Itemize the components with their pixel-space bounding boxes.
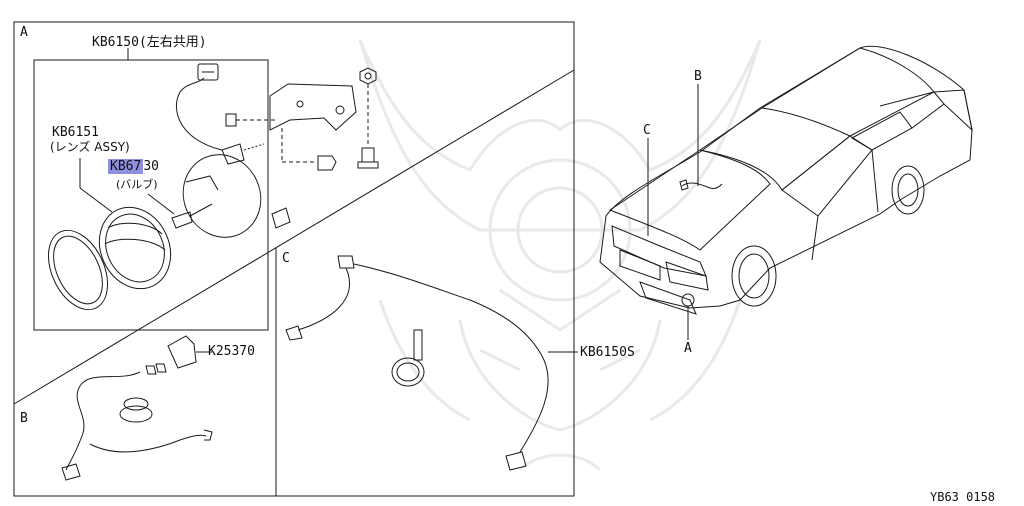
watermark-emblem: [360, 40, 760, 470]
part-label-kb6150[interactable]: KB6150(左右共用): [92, 36, 207, 50]
outer-frame: [14, 22, 574, 496]
kb6150-group-box: [34, 60, 268, 330]
panel-frames: [14, 22, 574, 496]
diagonal-divider: [14, 70, 574, 404]
part-note-kb6150: (左右共用): [138, 35, 207, 50]
section-label-a: A: [20, 25, 28, 40]
car-callout-b: B: [694, 69, 702, 84]
fog-lamp-assembly: [37, 64, 378, 319]
harness-c: [286, 256, 578, 470]
part-number-k25370[interactable]: K25370: [208, 344, 255, 359]
section-label-b: B: [20, 411, 28, 426]
part-note-kb6730: (バルブ): [116, 178, 158, 191]
car-callout-c: C: [643, 123, 651, 138]
part-note-kb6151: (レンズ ASSY): [50, 140, 130, 154]
part-number-kb6730-highlight: KB67: [108, 159, 144, 174]
harness-b: [62, 336, 212, 480]
diagram-id: YB63 0158: [930, 490, 996, 504]
car-illustration: [600, 46, 972, 340]
car-callout-a: A: [684, 341, 692, 356]
part-number-kb6730-rest: 30: [143, 159, 159, 174]
part-number-kb6150: KB6150: [92, 35, 139, 50]
section-label-c: C: [282, 251, 290, 266]
part-number-kb6151[interactable]: KB6151: [52, 125, 99, 140]
part-number-kb6150s[interactable]: KB6150S: [580, 345, 635, 360]
